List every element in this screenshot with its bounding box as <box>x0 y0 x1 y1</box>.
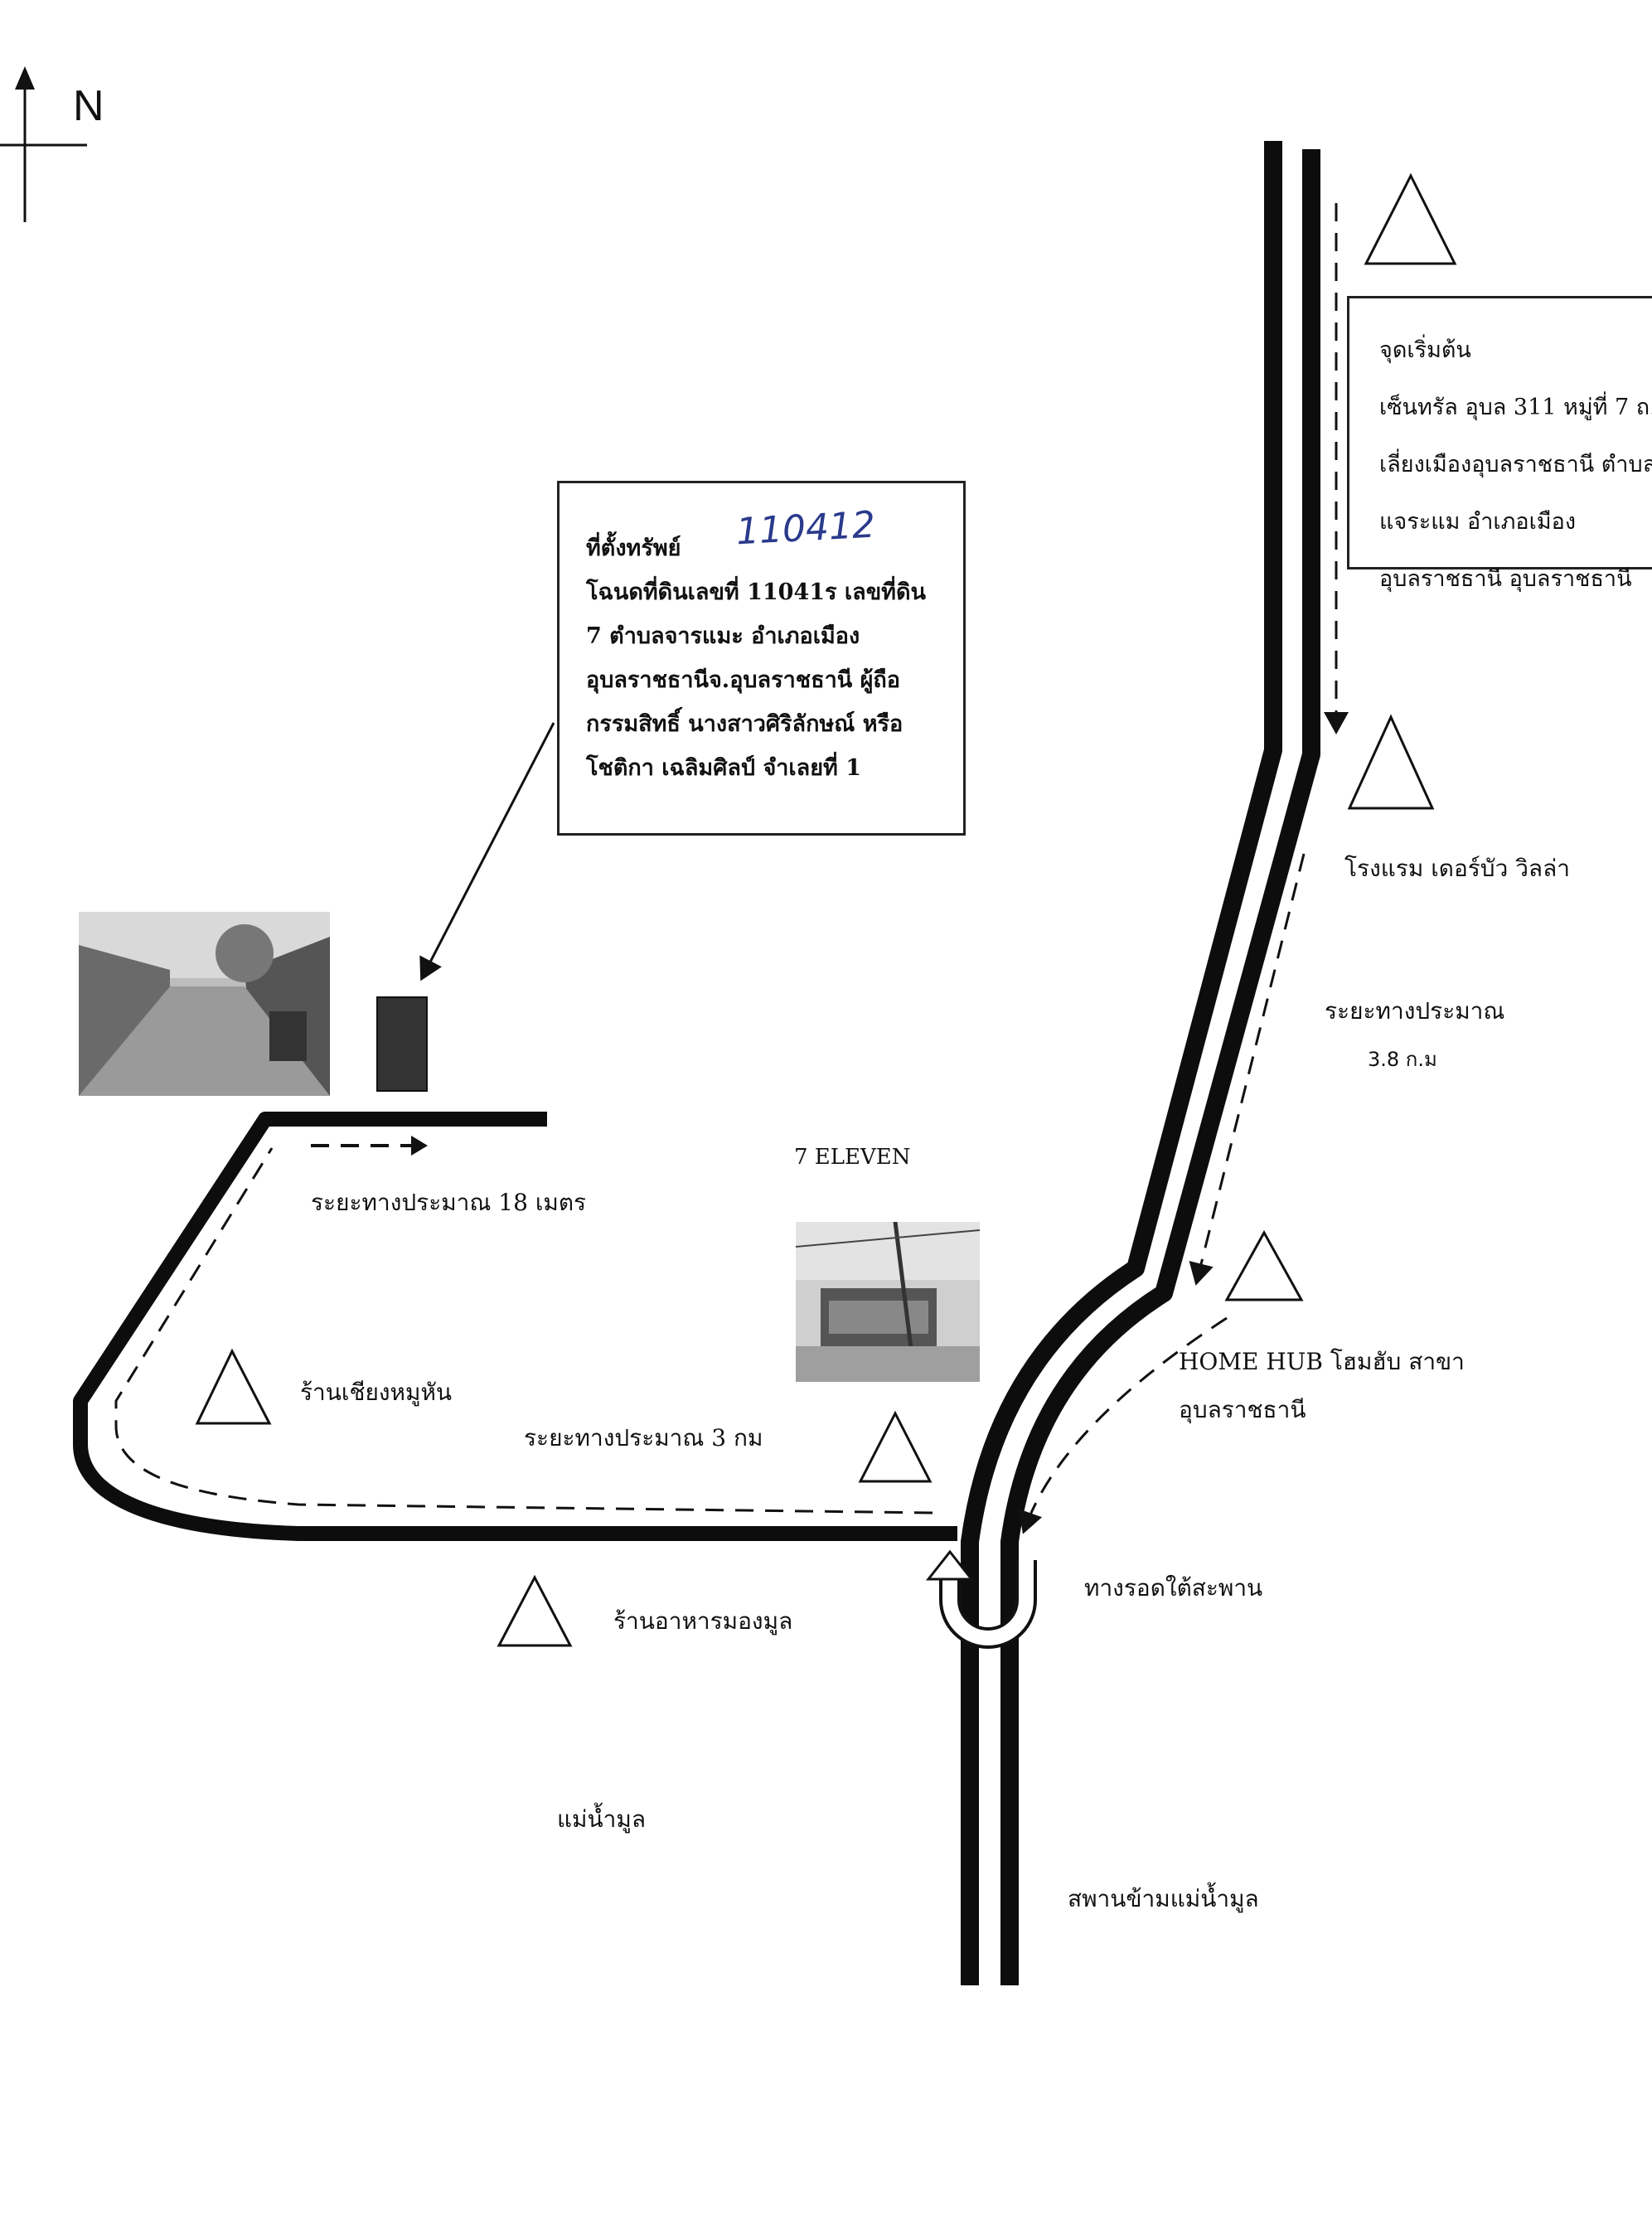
hotel-label: โรงแรม เดอร์บัว วิลล่า <box>1344 855 1570 882</box>
homehub-label-line2: อุบลราชธานี <box>1179 1396 1306 1423</box>
landmark-triangles <box>195 172 1457 1647</box>
start-point-line: จุดเริ่มต้น <box>1379 337 1471 363</box>
start-point-line: เซ็นทรัล อุบล 311 หมู่ที่ 7 ถ. <box>1379 395 1652 420</box>
underpass-label: ทางรอดใต้สะพาน <box>1084 1574 1263 1602</box>
main-road <box>961 141 1320 1985</box>
start-point-line: เลี่ยงเมืองอุบลราชธานี ตำบล <box>1379 452 1652 477</box>
property-line: กรรมสิทธิ์ นางสาวศิริลักษณ์ หรือ <box>586 711 904 737</box>
landmark-triangle-homehub <box>1224 1229 1304 1301</box>
property-parcel <box>376 996 428 1092</box>
seven-eleven-photo <box>796 1222 980 1382</box>
property-line: โฉนดที่ดินเลขที่ 11041ร เลขที่ดิน <box>586 579 926 605</box>
street-photo-property <box>79 912 330 1096</box>
homehub-label-line1: HOME HUB โฮมฮับ สาขา <box>1179 1348 1465 1375</box>
property-heading: ที่ตั้งทรัพย์ <box>586 536 681 561</box>
landmark-triangle-hotel <box>1347 714 1435 810</box>
start-point-box: จุดเริ่มต้น เซ็นทรัล อุบล 311 หมู่ที่ 7 … <box>1347 296 1652 592</box>
property-location-box: ที่ตั้งทรัพย์ โฉนดที่ดินเลขที่ 11041ร เล… <box>557 481 966 836</box>
river-label: แม่น้ำมูล <box>557 1805 646 1833</box>
north-label: N <box>73 82 104 130</box>
property-line: โชติกา เฉลิมศิลป์ จำเลยที่ 1 <box>586 755 862 781</box>
start-point-line: อุบลราชธานี อุบลราชธานี <box>1379 566 1632 592</box>
route-dashed-lines <box>114 203 1349 1534</box>
landmark-triangle-chiang-shop <box>195 1348 272 1425</box>
chiang-shop-label: ร้านเชียงหมูหัน <box>300 1379 453 1406</box>
u-turn-icon <box>925 1549 1037 1649</box>
landmark-triangle-start <box>1364 172 1457 265</box>
seven-eleven-label: 7 ELEVEN <box>794 1145 911 1170</box>
landmark-triangle-restaurant <box>497 1574 573 1647</box>
distance-3km-label: ระยะทางประมาณ 3 กม <box>524 1424 763 1451</box>
bridge-label: สพานข้ามแม่น้ำมูล <box>1068 1885 1259 1912</box>
handwritten-deed-number: 110412 <box>734 503 877 554</box>
start-point-line: แจระแม อำเภอเมือง <box>1379 509 1577 535</box>
distance-3-8km-label-line2: 3.8 ก.ม <box>1368 1048 1437 1071</box>
restaurant-label: ร้านอาหารมองมูล <box>613 1607 793 1635</box>
landmark-triangle-seven-eleven <box>858 1410 933 1483</box>
side-road <box>72 1112 957 1541</box>
distance-18m-label: ระยะทางประมาณ 18 เมตร <box>311 1189 587 1216</box>
property-line: 7 ตำบลจารแมะ อำเภอเมือง <box>586 623 860 649</box>
north-compass-icon <box>0 66 87 222</box>
property-line: อุบลราชธานีจ.อุบลราชธานี ผู้ถือ <box>586 667 900 693</box>
property-pointer-arrow <box>419 722 555 981</box>
distance-3-8km-label-line1: ระยะทางประมาณ <box>1325 997 1505 1025</box>
